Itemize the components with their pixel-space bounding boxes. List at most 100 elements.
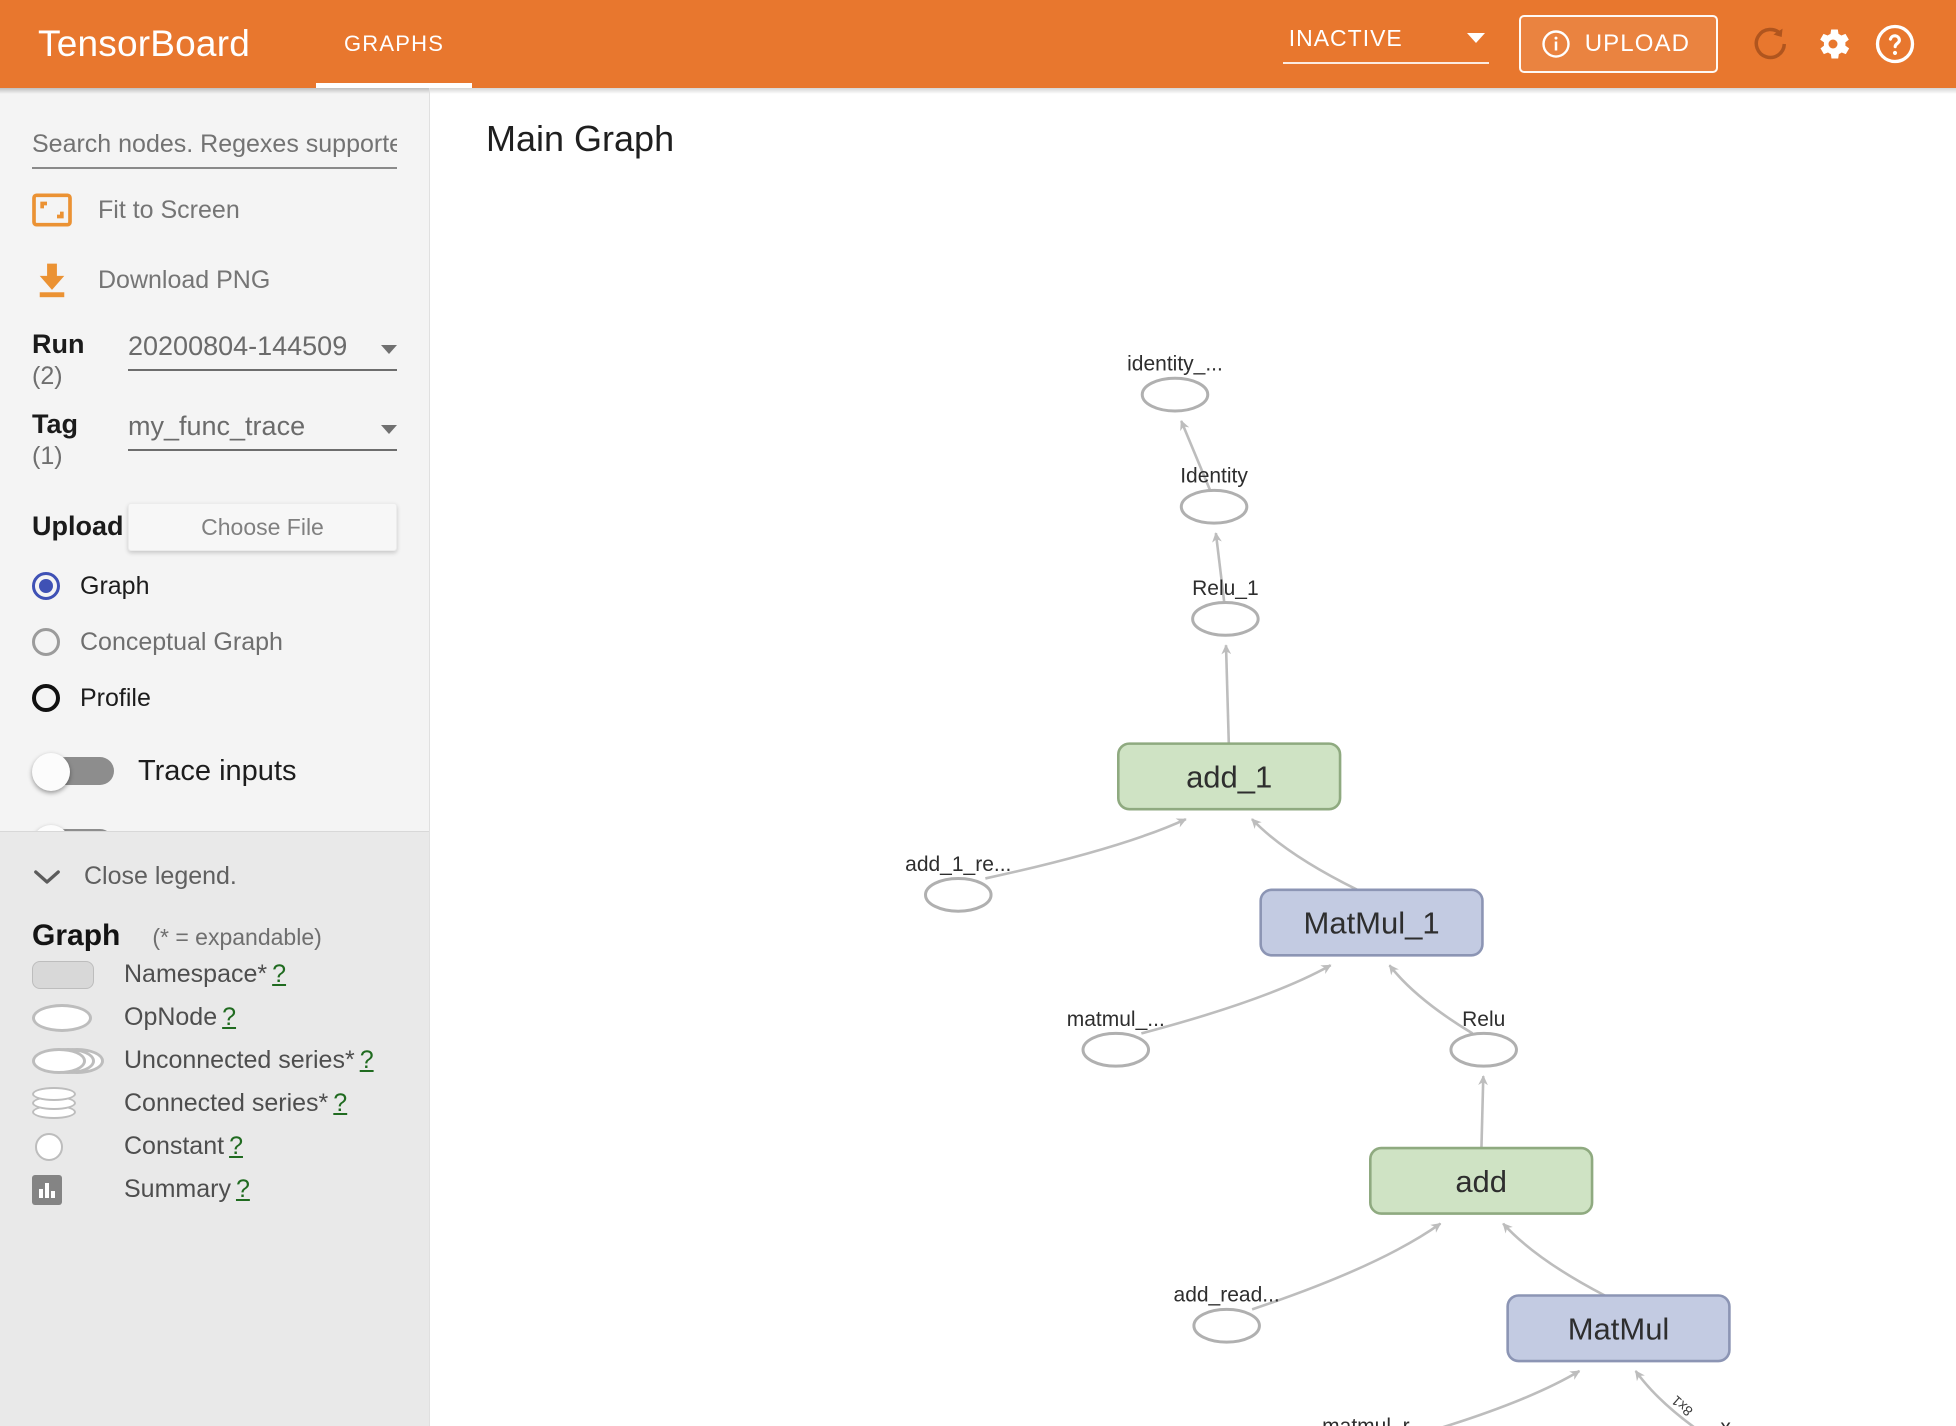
help-link[interactable]: ? — [229, 1132, 243, 1160]
run-count: (2) — [32, 361, 63, 390]
node-shape — [1191, 601, 1260, 637]
refresh-icon — [1754, 27, 1787, 60]
node-label: Relu_1 — [1192, 577, 1259, 600]
summary-swatch-icon — [32, 1174, 124, 1205]
graph-edge — [1502, 1222, 1606, 1297]
download-icon — [39, 263, 65, 298]
close-legend-button[interactable]: Close legend. — [32, 862, 397, 891]
node-label: add_read... — [1174, 1284, 1280, 1307]
graph-edges: 8x1 — [985, 420, 1696, 1426]
chevron-down-icon — [381, 425, 397, 435]
graph-node-add_1[interactable]: add_1 — [1116, 742, 1342, 811]
graph-node-matmul_0[interactable]: matmul_... — [1067, 1008, 1165, 1068]
graph-edge — [1478, 1075, 1488, 1149]
graph-node-add[interactable]: add — [1368, 1146, 1594, 1215]
toggle-trace-inputs-switch[interactable] — [32, 753, 114, 792]
run-value: 20200804-144509 — [128, 331, 348, 361]
graph-edge — [1212, 532, 1226, 603]
info-circle-icon — [1542, 30, 1570, 58]
namespace-swatch-icon — [32, 960, 124, 989]
graph-node-x[interactable]: x — [1693, 1416, 1759, 1426]
run-field: Run (2) 20200804-144509 — [32, 329, 397, 390]
node-shape — [1116, 742, 1342, 811]
tag-dropdown[interactable]: my_func_trace — [128, 411, 397, 452]
node-shape — [1449, 1031, 1518, 1068]
choose-file-button[interactable]: Choose File — [128, 503, 397, 552]
sidebar: Fit to Screen Download PNG Run (2) 20200… — [0, 88, 430, 1426]
app-bar-right: INACTIVE UPLOAD — [1282, 13, 1956, 75]
radio-graph-indicator — [32, 572, 60, 601]
unconnected-series-swatch-icon — [32, 1046, 124, 1076]
close-legend-label: Close legend. — [84, 862, 237, 890]
upload-label: Upload — [32, 511, 124, 542]
legend-item-label: Summary? — [124, 1175, 250, 1203]
legend-item-label: OpNode? — [124, 1003, 237, 1031]
node-shape — [1506, 1294, 1731, 1363]
edge-label: 8x1 — [1668, 1392, 1696, 1419]
tab-graphs[interactable]: GRAPHS — [316, 0, 473, 88]
node-shape — [1368, 1146, 1594, 1215]
node-label: x — [1720, 1416, 1731, 1426]
legend-item-connected-series: Connected series*? — [32, 1082, 397, 1125]
node-label: add — [1455, 1164, 1507, 1199]
chevron-down-icon — [1466, 33, 1485, 43]
graph-node-identity_1[interactable]: identity_... — [1127, 353, 1223, 413]
graph-node-add_read[interactable]: add_read... — [1174, 1284, 1280, 1344]
graph-node-Relu[interactable]: Relu — [1449, 1008, 1518, 1068]
refresh-button[interactable] — [1740, 13, 1802, 75]
help-link[interactable]: ? — [272, 960, 287, 988]
help-link[interactable]: ? — [222, 1003, 237, 1031]
brand-title: TensorBoard — [38, 23, 250, 64]
search-input[interactable] — [32, 130, 397, 159]
graph-node-Relu_1[interactable]: Relu_1 — [1191, 577, 1260, 637]
download-png-label: Download PNG — [98, 265, 271, 294]
download-png-action[interactable]: Download PNG — [32, 251, 397, 309]
chevron-down-icon — [34, 869, 60, 884]
help-link[interactable]: ? — [235, 1175, 250, 1203]
fit-to-screen-action[interactable]: Fit to Screen — [32, 181, 397, 239]
tab-bar: GRAPHS — [316, 0, 473, 88]
settings-gear-icon — [1820, 29, 1850, 59]
search-field[interactable] — [32, 130, 397, 169]
graph-edge — [1388, 964, 1474, 1035]
upload-button-label: UPLOAD — [1584, 30, 1690, 57]
node-shape — [1259, 888, 1484, 957]
node-label: matmul_r... — [1322, 1415, 1426, 1426]
legend-item-opnode: OpNode? — [32, 996, 397, 1039]
tag-count: (1) — [32, 441, 63, 470]
graph-node-matmul_r[interactable]: matmul_r... — [1322, 1415, 1426, 1426]
fit-to-screen-label: Fit to Screen — [98, 195, 240, 224]
app-bar: TensorBoard GRAPHS INACTIVE UPLOAD — [0, 0, 1956, 88]
graph-node-Identity[interactable]: Identity — [1179, 465, 1248, 525]
node-label: add_1 — [1186, 759, 1272, 794]
radio-conceptual-graph-label: Conceptual Graph — [80, 627, 283, 656]
settings-button[interactable] — [1802, 13, 1864, 75]
legend-header: Graph (* = expandable) — [32, 919, 397, 953]
radio-profile[interactable]: Profile — [32, 677, 397, 719]
graph-node-MatMul_1[interactable]: MatMul_1 — [1259, 888, 1484, 957]
tag-value: my_func_trace — [128, 411, 306, 442]
run-status-dropdown[interactable]: INACTIVE — [1282, 25, 1489, 64]
run-label: Run — [32, 329, 85, 359]
radio-conceptual-graph[interactable]: Conceptual Graph — [32, 621, 397, 663]
page-title: Main Graph — [486, 118, 675, 159]
help-link[interactable]: ? — [333, 1089, 348, 1117]
graph-node-MatMul[interactable]: MatMul — [1506, 1294, 1731, 1363]
toggle-trace-inputs-label: Trace inputs — [138, 754, 297, 787]
chevron-down-icon — [381, 345, 397, 354]
graph-node-add_1_read[interactable]: add_1_re... — [905, 853, 1011, 913]
choose-file-label: Choose File — [201, 513, 324, 540]
radio-graph[interactable]: Graph — [32, 565, 397, 607]
toggle-trace-inputs[interactable]: Trace inputs — [32, 735, 397, 807]
tag-field-key: Tag (1) — [32, 410, 128, 470]
help-button[interactable] — [1864, 13, 1926, 75]
run-dropdown[interactable]: 20200804-144509 — [128, 331, 397, 371]
upload-button[interactable]: UPLOAD — [1518, 15, 1718, 73]
help-link[interactable]: ? — [359, 1046, 374, 1074]
node-label: MatMul — [1568, 1311, 1670, 1346]
node-label: add_1_re... — [905, 853, 1011, 876]
graph-edge — [1442, 1369, 1581, 1426]
